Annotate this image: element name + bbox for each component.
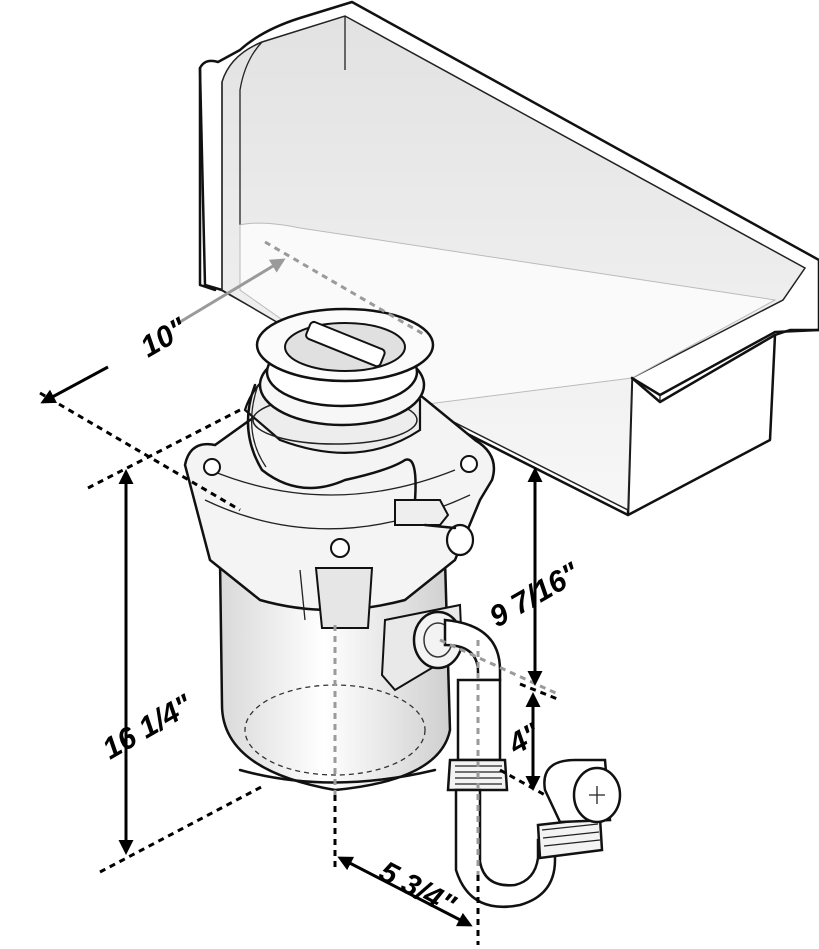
- depth-arrow-black: [40, 365, 109, 404]
- label-overall-height: 16 1/4": [97, 688, 199, 766]
- label-center-to-outlet: 5 3/4": [374, 855, 462, 923]
- sink-centerline: [264, 240, 426, 337]
- drain-trap-assembly: [443, 618, 622, 909]
- trap-extension-line: [499, 768, 546, 797]
- dimension-lines: [39, 240, 561, 945]
- label-outlet-to-trap: 4": [502, 717, 547, 762]
- depth-arrow-gray: [179, 258, 286, 324]
- depth-extension-line: [39, 391, 241, 512]
- bottom-extension-line: [99, 783, 266, 874]
- center-to-outlet-arrow: [337, 856, 473, 927]
- disposer-unit: [183, 307, 496, 792]
- outlet-extension-line-dark: [519, 682, 561, 702]
